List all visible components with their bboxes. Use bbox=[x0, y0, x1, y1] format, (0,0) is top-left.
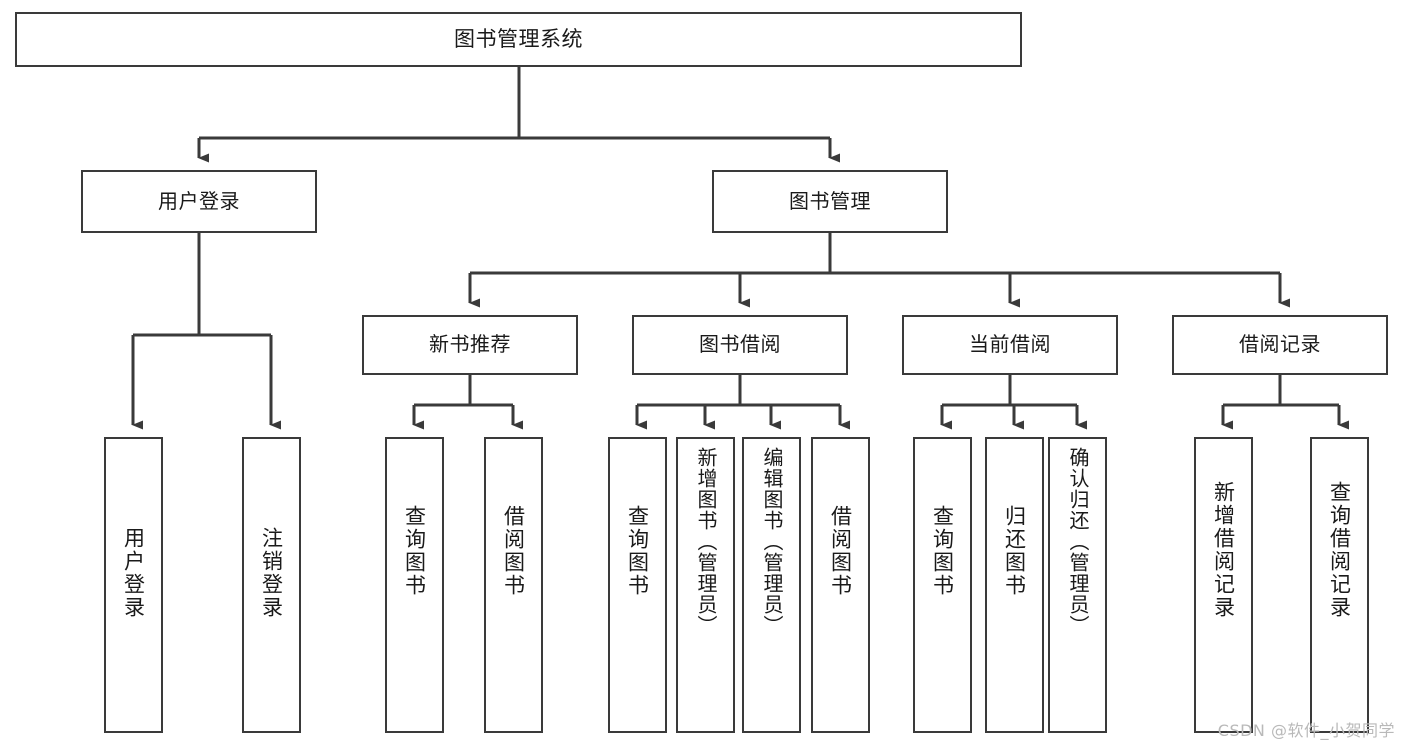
node-leaf-user-logout[interactable]: 注销登录 bbox=[242, 437, 301, 733]
watermark-text: CSDN @软件_小贺同学 bbox=[1217, 721, 1395, 740]
node-label: 借阅图书 bbox=[501, 505, 526, 597]
node-leaf-borrow-book[interactable]: 借阅图书 bbox=[811, 437, 870, 733]
node-book-manage[interactable]: 图书管理 bbox=[712, 170, 948, 233]
node-label: 确认归还（管理员） bbox=[1066, 447, 1090, 636]
node-label: 查询图书 bbox=[402, 505, 427, 597]
node-label: 当前借阅 bbox=[969, 332, 1051, 357]
node-label: 图书借阅 bbox=[699, 332, 781, 357]
node-label: 图书管理系统 bbox=[454, 27, 583, 52]
node-book-borrow[interactable]: 图书借阅 bbox=[632, 315, 848, 375]
node-leaf-query-book-borrow[interactable]: 查询图书 bbox=[608, 437, 667, 733]
node-leaf-query-record[interactable]: 查询借阅记录 bbox=[1310, 437, 1369, 733]
node-label: 编辑图书（管理员） bbox=[760, 447, 784, 636]
node-label: 注销登录 bbox=[259, 527, 284, 619]
node-label: 借阅图书 bbox=[828, 505, 853, 597]
node-borrow-record[interactable]: 借阅记录 bbox=[1172, 315, 1388, 375]
node-label: 新增借阅记录 bbox=[1211, 481, 1236, 619]
node-leaf-user-login[interactable]: 用户登录 bbox=[104, 437, 163, 733]
node-label: 归还图书 bbox=[1002, 505, 1027, 597]
node-label: 图书管理 bbox=[789, 188, 871, 213]
node-leaf-edit-book[interactable]: 编辑图书（管理员） bbox=[742, 437, 801, 733]
node-label: 新书推荐 bbox=[429, 332, 511, 357]
node-leaf-query-book-cur[interactable]: 查询图书 bbox=[913, 437, 972, 733]
node-label: 查询图书 bbox=[930, 505, 955, 597]
node-label: 用户登录 bbox=[121, 527, 146, 619]
node-new-book-rec[interactable]: 新书推荐 bbox=[362, 315, 578, 375]
node-label: 查询图书 bbox=[625, 505, 650, 597]
node-leaf-borrow-book-rec[interactable]: 借阅图书 bbox=[484, 437, 543, 733]
node-leaf-add-record[interactable]: 新增借阅记录 bbox=[1194, 437, 1253, 733]
node-label: 用户登录 bbox=[158, 188, 240, 213]
node-root-system[interactable]: 图书管理系统 bbox=[15, 12, 1022, 67]
node-label: 查询借阅记录 bbox=[1327, 481, 1352, 619]
node-label: 新增图书（管理员） bbox=[694, 447, 718, 636]
node-current-borrow[interactable]: 当前借阅 bbox=[902, 315, 1118, 375]
node-leaf-query-book-rec[interactable]: 查询图书 bbox=[385, 437, 444, 733]
node-leaf-confirm-return[interactable]: 确认归还（管理员） bbox=[1048, 437, 1107, 733]
node-label: 借阅记录 bbox=[1239, 332, 1321, 357]
node-user-login[interactable]: 用户登录 bbox=[81, 170, 317, 233]
node-leaf-add-book[interactable]: 新增图书（管理员） bbox=[676, 437, 735, 733]
node-leaf-return-book[interactable]: 归还图书 bbox=[985, 437, 1044, 733]
